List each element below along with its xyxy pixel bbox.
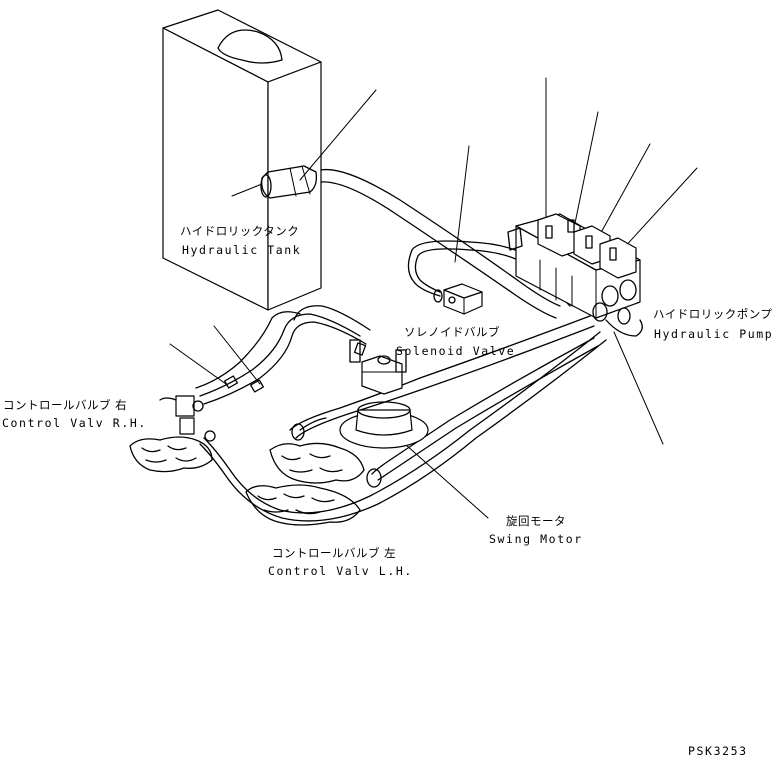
solenoid-valve-label-jp: ソレノイドバルブ (404, 325, 500, 339)
leader-lines (169, 77, 698, 519)
swing-motor-label-jp: 旋回モータ (506, 514, 566, 528)
control-valve-lh-label-jp: コントロールバルブ 左 (272, 546, 397, 560)
hydraulic-pump-label-en: Hydraulic Pump (654, 327, 774, 341)
solenoid-valve-label-en: Solenoid Valve (396, 344, 516, 358)
control-valve-lh-label-en: Control Valv L.H. (268, 564, 413, 578)
solenoid-valve-part (433, 283, 483, 315)
hydraulic-tank (162, 9, 322, 311)
hydraulic-tank-label-jp: ハイドロリックタンク (180, 224, 300, 238)
hydraulic-pump-label-jp: ハイドロリックポンプ (653, 307, 773, 321)
swing-motor-part (291, 339, 429, 449)
swing-motor-label-en: Swing Motor (489, 532, 583, 546)
hydraulic-pump-part (507, 213, 643, 337)
control-valve-rh-label-jp: コントロールバルブ 右 (3, 398, 128, 412)
drawing-code: PSK3253 (688, 744, 748, 758)
control-valve-rh-part (129, 395, 216, 473)
pressure-lines-rh (195, 305, 595, 439)
hose-clamps (224, 342, 367, 393)
control-valve-lh-part (245, 442, 382, 526)
hydraulic-tank-label-en: Hydraulic Tank (182, 243, 302, 257)
control-valve-rh-label-en: Control Valv R.H. (2, 416, 147, 430)
